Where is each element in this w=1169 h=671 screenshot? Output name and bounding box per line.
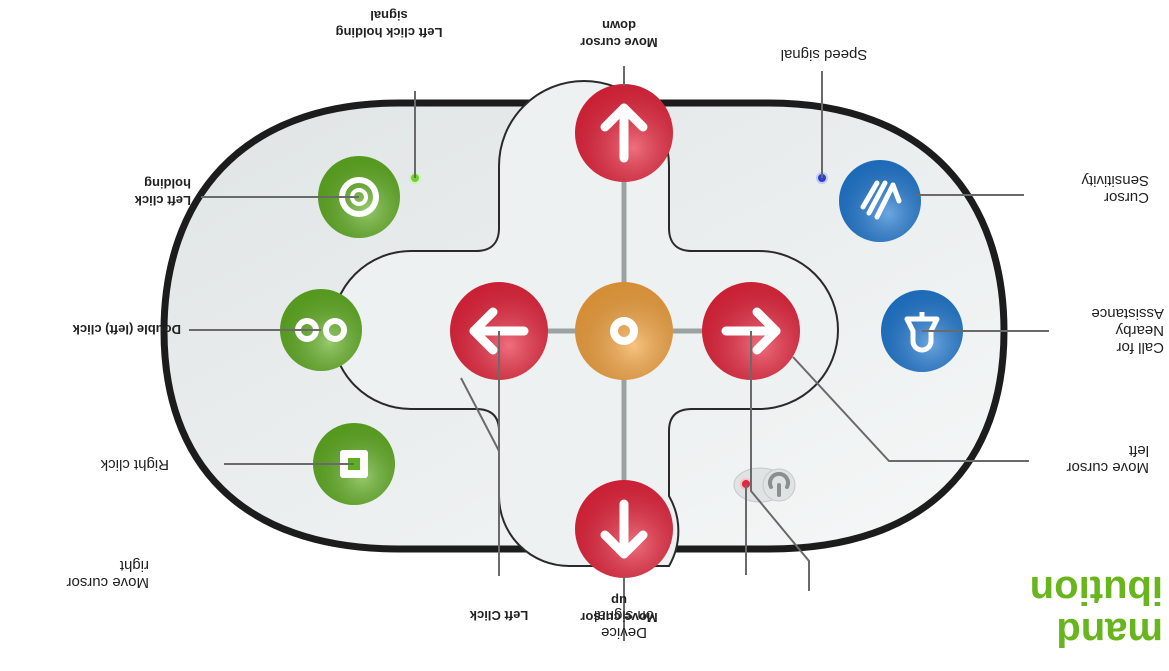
label-right-click: Right click — [100, 456, 169, 473]
leader-lines — [189, 66, 1049, 641]
left-click-center-button[interactable] — [575, 282, 673, 380]
title-line-2: ibution — [1029, 568, 1163, 612]
label-call-nearby: Call for Nearby Assistance — [1091, 305, 1164, 356]
arrow-up-icon — [600, 499, 648, 559]
label-left-click: Left Click — [469, 608, 529, 623]
label-speed-signal: Speed signal — [780, 46, 868, 63]
label-left-click-holding-signal: Left click holding signal — [335, 8, 443, 40]
label-cursor-sensitivity: Cursor Sensitivity — [1081, 172, 1149, 206]
label-move-up: Move cursor up — [580, 593, 658, 625]
arrow-down-icon — [600, 103, 648, 163]
label-move-right: Move cursor right — [66, 557, 149, 591]
label-double-left-click: Double (left) click — [72, 322, 181, 337]
hand-icon — [860, 180, 902, 220]
cursor-sensitivity-button[interactable] — [839, 160, 921, 242]
title-line-1: mand — [1056, 610, 1163, 654]
page-title: mand ibution — [1029, 568, 1163, 654]
move-up-button[interactable] — [575, 480, 673, 578]
move-down-button[interactable] — [575, 84, 673, 182]
bell-icon — [904, 312, 940, 353]
right-click-button[interactable] — [313, 423, 395, 505]
label-left-click-holding: Left click holding — [134, 176, 191, 208]
circle-icon — [610, 317, 638, 345]
label-move-down: Move cursor down — [580, 18, 658, 50]
power-icon — [768, 471, 790, 497]
label-move-left: Move cursor left — [1066, 442, 1149, 476]
